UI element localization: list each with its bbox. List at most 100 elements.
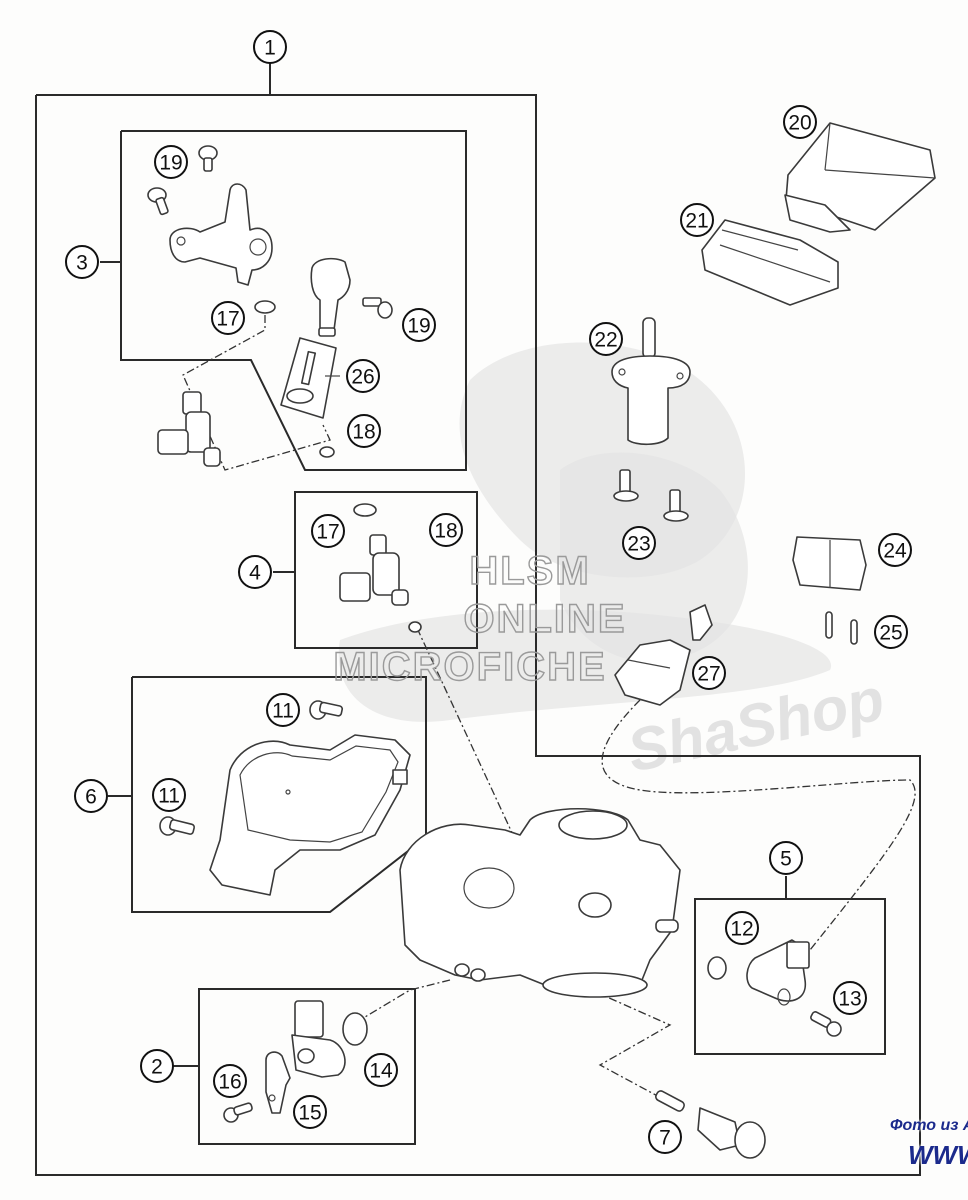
svg-text:16: 16 — [218, 1071, 241, 1094]
watermark: HLSM ONLINE MICROFICHE — [333, 548, 626, 689]
callout-11-left[interactable]: 11 — [152, 778, 186, 812]
screw-19-top-b — [147, 187, 169, 216]
svg-text:15: 15 — [298, 1102, 321, 1125]
callout-5[interactable]: 5 — [769, 841, 803, 875]
callout-25[interactable]: 25 — [874, 615, 908, 649]
screw-11-top — [309, 700, 344, 720]
svg-text:2: 2 — [151, 1056, 163, 1079]
svg-text:26: 26 — [351, 366, 374, 389]
o-ring-14 — [342, 1012, 368, 1046]
callout-13[interactable]: 13 — [833, 981, 867, 1015]
svg-text:4: 4 — [249, 562, 261, 585]
svg-text:20: 20 — [788, 112, 811, 135]
o-ring-18-top — [319, 446, 335, 458]
svg-text:17: 17 — [316, 521, 339, 544]
svg-text:22: 22 — [594, 329, 617, 352]
callout-14[interactable]: 14 — [364, 1053, 398, 1087]
temp-sensor-27 — [614, 604, 713, 706]
callout-18-box4[interactable]: 18 — [429, 513, 463, 547]
callout-24[interactable]: 24 — [878, 533, 912, 567]
idle-valve-7 — [655, 1090, 766, 1159]
o-ring-12 — [707, 956, 727, 980]
throttle-body — [399, 808, 681, 998]
screw-11-left — [159, 816, 196, 836]
watermark-line-1: HLSM — [469, 549, 590, 593]
photo-credit-line-1: Фото из А — [890, 1117, 968, 1134]
clip-kit-26 — [280, 337, 340, 419]
o-ring-17-top — [254, 300, 276, 314]
callout-7[interactable]: 7 — [648, 1120, 682, 1154]
screws-23 — [613, 469, 689, 522]
svg-text:7: 7 — [659, 1127, 671, 1150]
screws-25 — [825, 611, 858, 645]
callout-12[interactable]: 12 — [725, 911, 759, 945]
screw-16 — [223, 1102, 253, 1123]
screw-19-top-a — [198, 145, 218, 172]
callout-6[interactable]: 6 — [74, 779, 108, 813]
callout-16[interactable]: 16 — [213, 1064, 247, 1098]
subassembly-6-box — [108, 676, 427, 913]
watermark-line-2: ONLINE — [463, 597, 626, 641]
svg-text:19: 19 — [159, 152, 182, 175]
sensor-2 — [291, 1000, 346, 1078]
sensor-24 — [792, 536, 867, 591]
callout-19-right[interactable]: 19 — [402, 308, 436, 342]
throttle-cover — [209, 734, 411, 896]
photo-credit-line-2[interactable]: WWW — [908, 1140, 968, 1170]
subassembly-2-box — [172, 988, 416, 1145]
svg-text:5: 5 — [780, 848, 792, 871]
callout-22[interactable]: 22 — [589, 322, 623, 356]
svg-text:24: 24 — [883, 540, 907, 563]
subassembly-3-box — [100, 130, 467, 471]
callout-17-top[interactable]: 17 — [211, 301, 245, 335]
module-21 — [701, 219, 839, 306]
svg-text:14: 14 — [369, 1060, 393, 1083]
callout-11-top[interactable]: 11 — [266, 693, 300, 727]
bracket-15 — [265, 1051, 291, 1114]
svg-text:11: 11 — [272, 700, 294, 723]
callout-23[interactable]: 23 — [622, 526, 656, 560]
callout-19-top[interactable]: 19 — [154, 145, 188, 179]
svg-text:25: 25 — [879, 622, 902, 645]
screw-19-right — [362, 297, 393, 319]
svg-text:27: 27 — [697, 663, 720, 686]
callout-27[interactable]: 27 — [692, 656, 726, 690]
svg-text:6: 6 — [85, 786, 97, 809]
subassembly-4-box — [273, 491, 478, 649]
callout-20[interactable]: 20 — [783, 105, 817, 139]
watermark-line-3: MICROFICHE — [333, 645, 606, 689]
callout-26[interactable]: 26 — [346, 359, 380, 393]
callout-1[interactable]: 1 — [253, 30, 287, 64]
map-sensor-22 — [611, 317, 691, 446]
o-ring-18-box4 — [408, 621, 422, 633]
callout-3[interactable]: 3 — [65, 245, 99, 279]
ecu-20 — [784, 122, 936, 233]
screw-13 — [810, 1011, 842, 1037]
callout-21[interactable]: 21 — [680, 203, 714, 237]
svg-text:17: 17 — [216, 308, 239, 331]
svg-text:3: 3 — [76, 252, 88, 275]
callouts: 1 2 3 4 5 6 7 11 11 12 13 14 15 16 17 17… — [65, 30, 912, 1154]
svg-text:21: 21 — [685, 210, 708, 233]
svg-text:1: 1 — [264, 37, 276, 60]
svg-text:13: 13 — [838, 988, 861, 1011]
assembly-1-frame — [35, 62, 921, 1176]
fuel-hose-connector — [310, 257, 351, 337]
subassembly-5-box — [694, 876, 886, 1055]
callout-2[interactable]: 2 — [140, 1049, 174, 1083]
callout-18-top[interactable]: 18 — [347, 414, 381, 448]
svg-text:11: 11 — [158, 785, 180, 808]
callout-17-box4[interactable]: 17 — [311, 514, 345, 548]
svg-text:18: 18 — [434, 520, 457, 543]
fuel-rail-bracket — [169, 183, 273, 286]
o-ring-17-box4 — [353, 503, 377, 517]
tps-sensor — [746, 939, 810, 1006]
callout-4[interactable]: 4 — [238, 555, 272, 589]
injector-3 — [157, 391, 221, 467]
svg-text:19: 19 — [407, 315, 430, 338]
svg-text:12: 12 — [730, 918, 753, 941]
svg-text:23: 23 — [627, 533, 650, 556]
callout-15[interactable]: 15 — [293, 1095, 327, 1129]
svg-text:18: 18 — [352, 421, 375, 444]
